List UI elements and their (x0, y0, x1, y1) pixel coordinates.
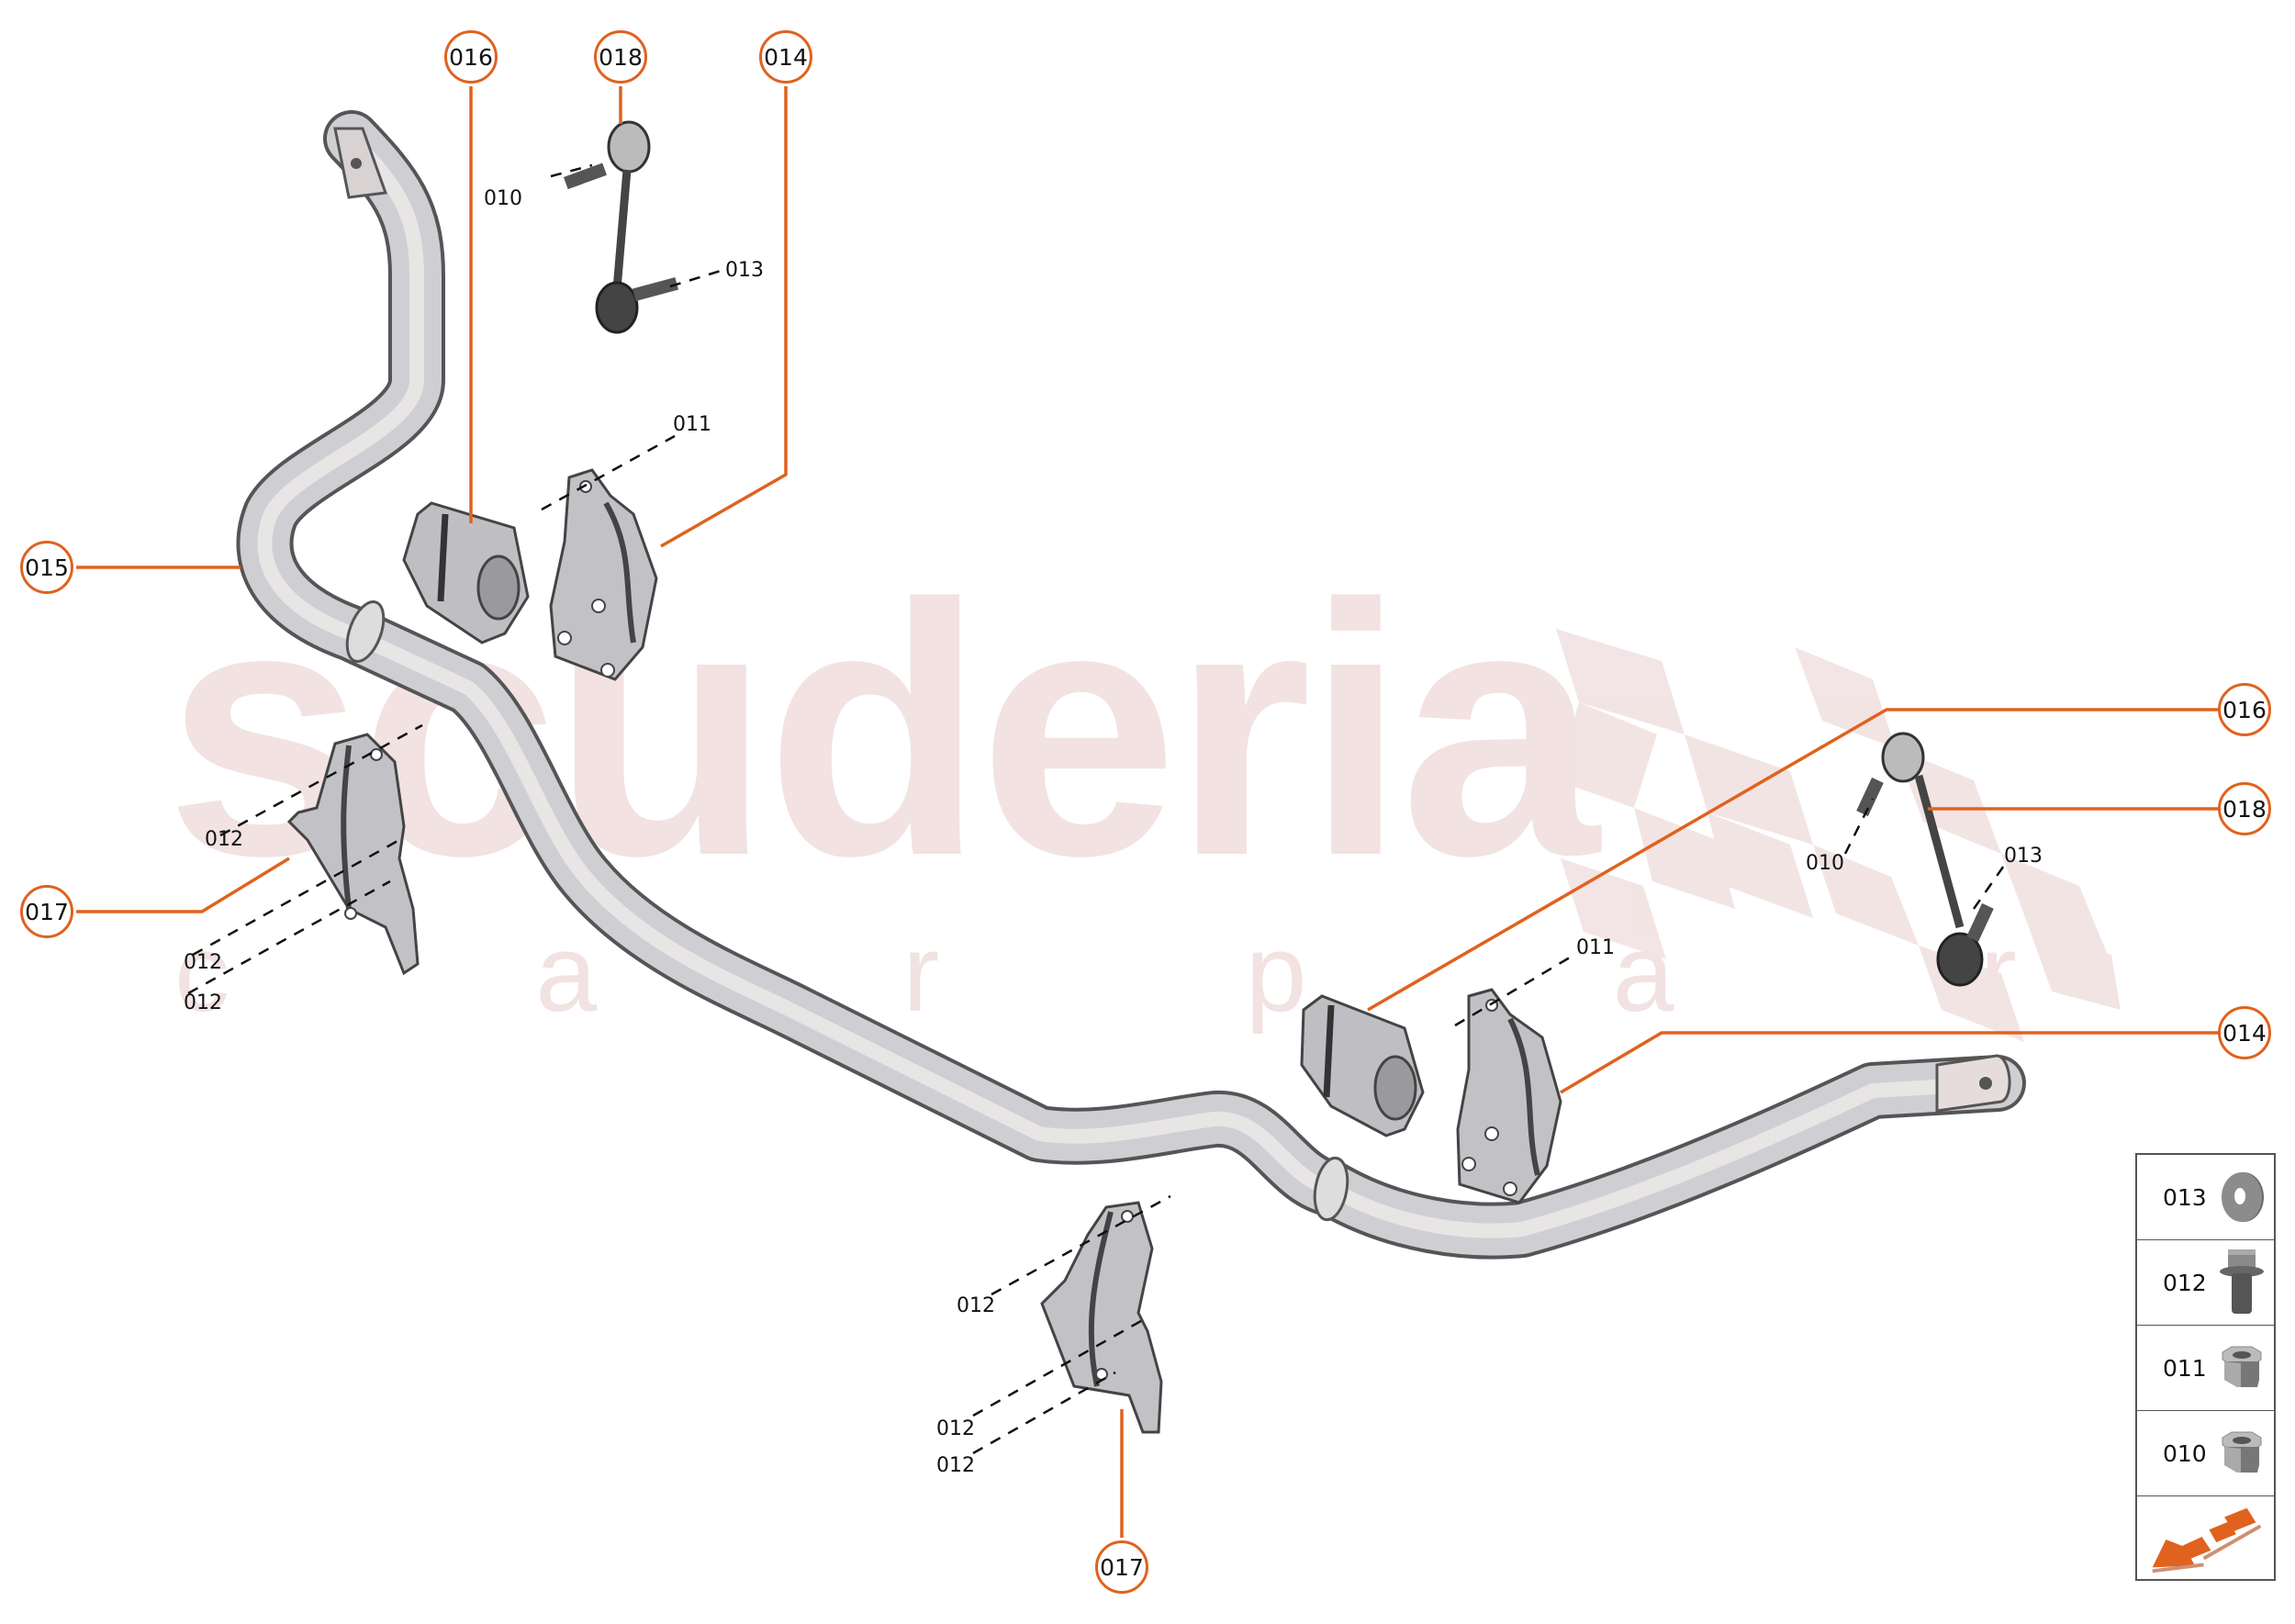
ref-label-012: 012 (184, 951, 222, 974)
washer-icon (2222, 1172, 2264, 1222)
reference-dash-lines (187, 163, 2008, 1455)
legend-row-010[interactable]: 010 (2137, 1411, 2274, 1496)
ref-label-013: 013 (2004, 845, 2043, 868)
callout-016-top[interactable]: 016 (444, 30, 498, 84)
legend-code: 013 (2163, 1183, 2207, 1211)
ref-label-012: 012 (205, 828, 243, 851)
callout-015-left[interactable]: 015 (20, 541, 73, 594)
legend-code: 012 (2163, 1269, 2207, 1296)
callout-label: 014 (2222, 1019, 2267, 1047)
ref-label-012: 012 (936, 1454, 975, 1477)
watermark-brand: scuderia (165, 530, 1599, 930)
ref-label-012: 012 (957, 1294, 995, 1317)
bracket-upper (549, 468, 658, 681)
callout-label: 018 (599, 43, 643, 71)
ref-label-011: 011 (673, 413, 711, 436)
callout-label: 015 (25, 554, 69, 581)
legend-code: 011 (2163, 1354, 2207, 1382)
ref-label-012: 012 (184, 991, 222, 1014)
callout-017-bottom[interactable]: 017 (1095, 1540, 1148, 1594)
clamp-left (286, 733, 420, 976)
bracket-lower (1456, 988, 1562, 1204)
legend-row-013[interactable]: 013 (2137, 1155, 2274, 1240)
callout-018-right[interactable]: 018 (2218, 782, 2271, 835)
callout-label: 014 (764, 43, 808, 71)
legend-row-012[interactable]: 012 (2137, 1240, 2274, 1326)
ref-label-013: 013 (725, 259, 764, 282)
callout-label: 017 (1100, 1553, 1144, 1581)
drop-link-upper (563, 120, 678, 334)
callout-018-top[interactable]: 018 (594, 30, 647, 84)
flange-nut-icon (2222, 1346, 2262, 1387)
callout-017-left[interactable]: 017 (20, 885, 73, 938)
front-direction-arrow-icon (2152, 1507, 2262, 1573)
stabilizer-bar (236, 110, 2026, 1260)
callout-label: 018 (2222, 795, 2267, 823)
ref-label-012: 012 (936, 1417, 975, 1440)
callout-label: 017 (25, 898, 69, 925)
flange-nut-icon (2222, 1431, 2262, 1473)
ref-label-010: 010 (1806, 852, 1844, 875)
callout-014-right[interactable]: 014 (2218, 1006, 2271, 1059)
callout-label: 016 (449, 43, 493, 71)
callout-leader-lines (76, 86, 2218, 1538)
callout-label: 016 (2222, 696, 2267, 723)
hardware-legend: 013 012 011 (2135, 1153, 2276, 1581)
ref-label-011: 011 (1576, 936, 1615, 959)
drop-link-right (1856, 732, 1994, 987)
ref-label-010: 010 (484, 187, 522, 210)
callout-014-top[interactable]: 014 (759, 30, 812, 84)
legend-row-011[interactable]: 011 (2137, 1326, 2274, 1411)
legend-code: 010 (2163, 1439, 2207, 1467)
flange-bolt-icon (2220, 1249, 2264, 1314)
callout-016-right[interactable]: 016 (2218, 683, 2271, 736)
clamp-lower (1040, 1201, 1163, 1434)
legend-row-direction (2137, 1496, 2274, 1582)
bushing-upper (402, 501, 530, 644)
bushing-lower (1300, 994, 1425, 1137)
